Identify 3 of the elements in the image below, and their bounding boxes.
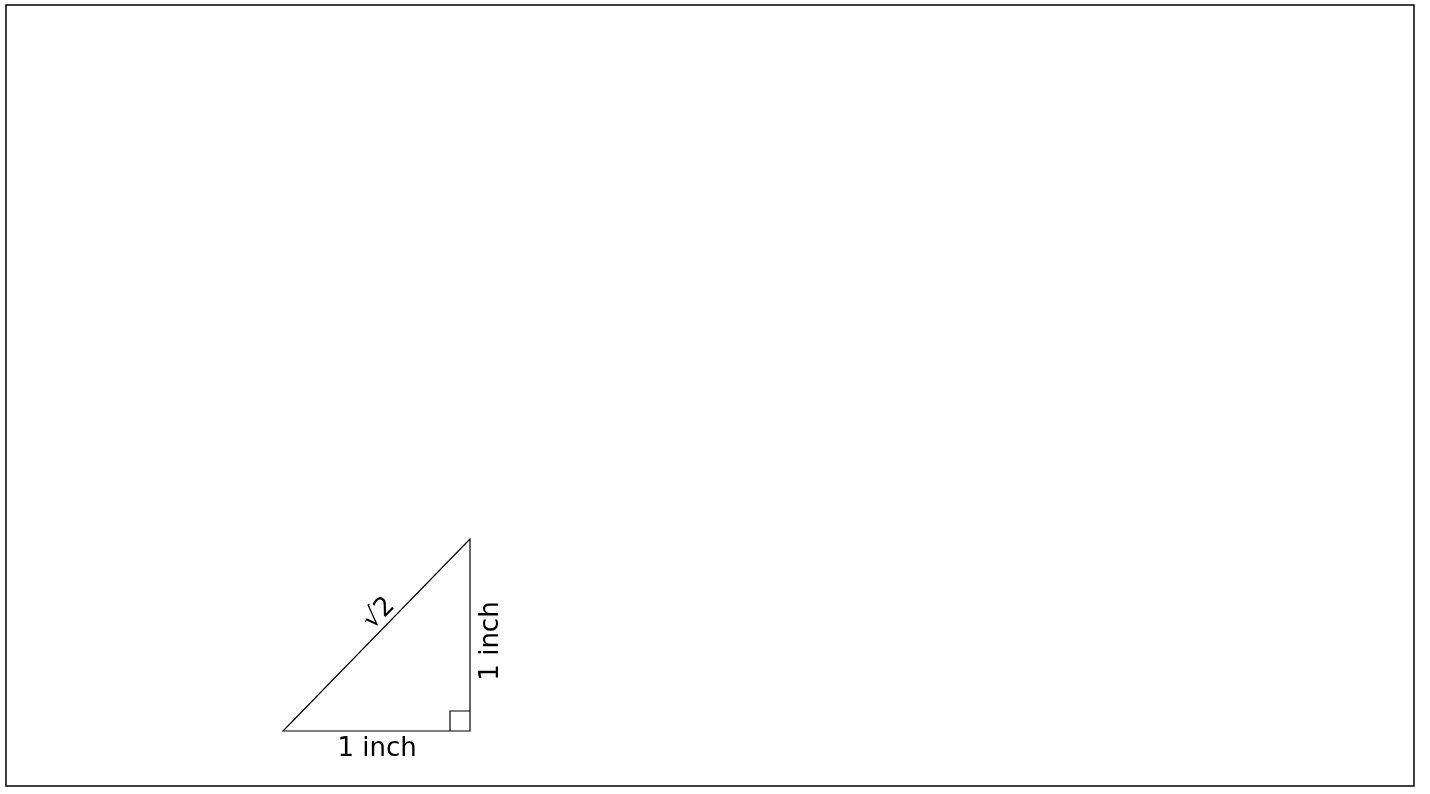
side-label: 1 inch xyxy=(337,734,417,760)
side-label: 1 inch xyxy=(475,601,502,681)
side-label: √2 xyxy=(356,591,398,633)
